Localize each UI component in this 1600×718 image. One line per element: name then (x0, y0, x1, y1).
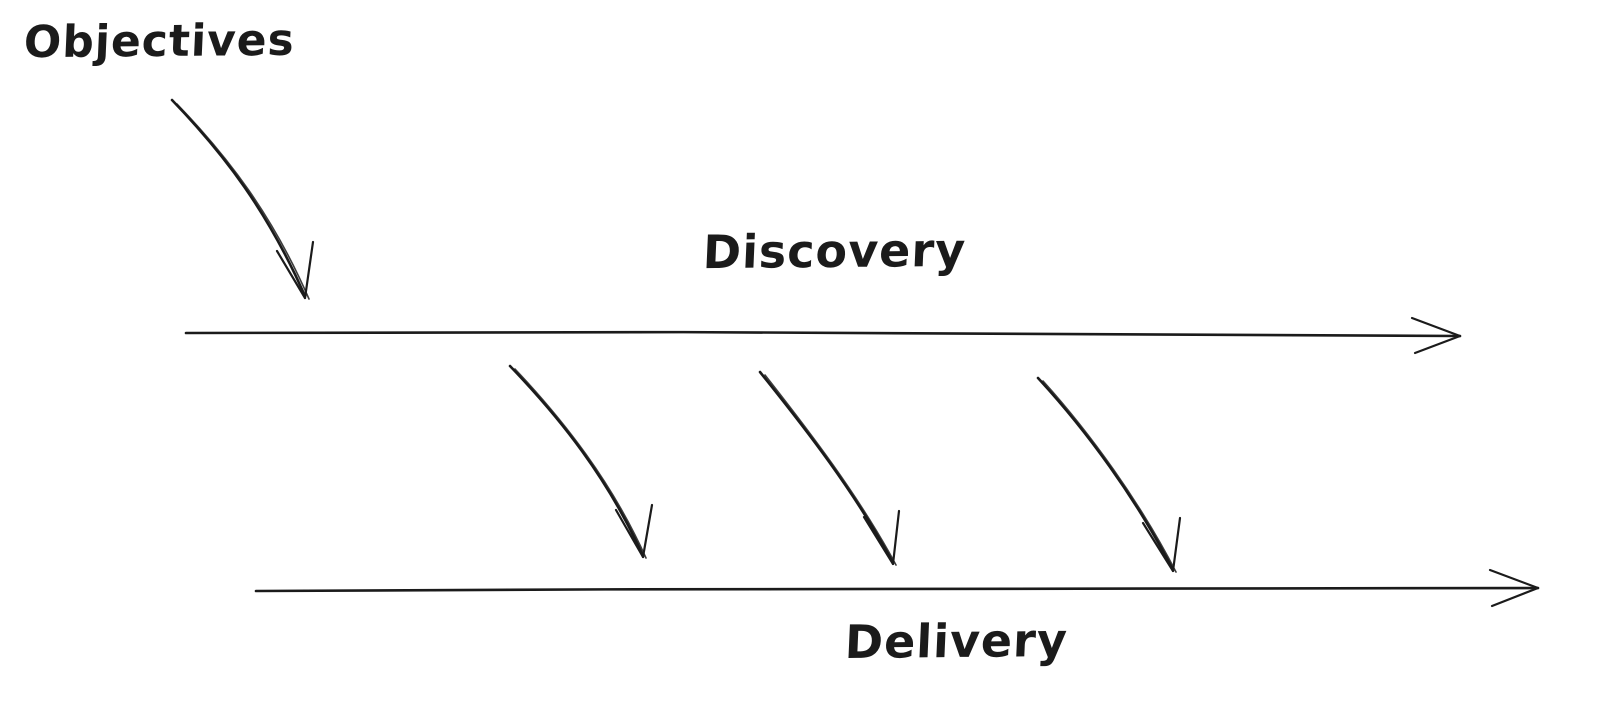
handoff-arrow-2-icon (758, 370, 901, 566)
discovery-track-arrow-icon (184, 316, 1462, 355)
objectives-arrow-icon (170, 98, 315, 300)
discovery-label: Discovery (701, 222, 968, 280)
delivery-track-arrow-icon (254, 568, 1540, 608)
objectives-label: Objectives (22, 14, 296, 69)
delivery-label: Delivery (843, 613, 1070, 669)
handoff-arrow-1-icon (508, 364, 654, 559)
handoff-arrow-3-icon (1036, 376, 1182, 573)
